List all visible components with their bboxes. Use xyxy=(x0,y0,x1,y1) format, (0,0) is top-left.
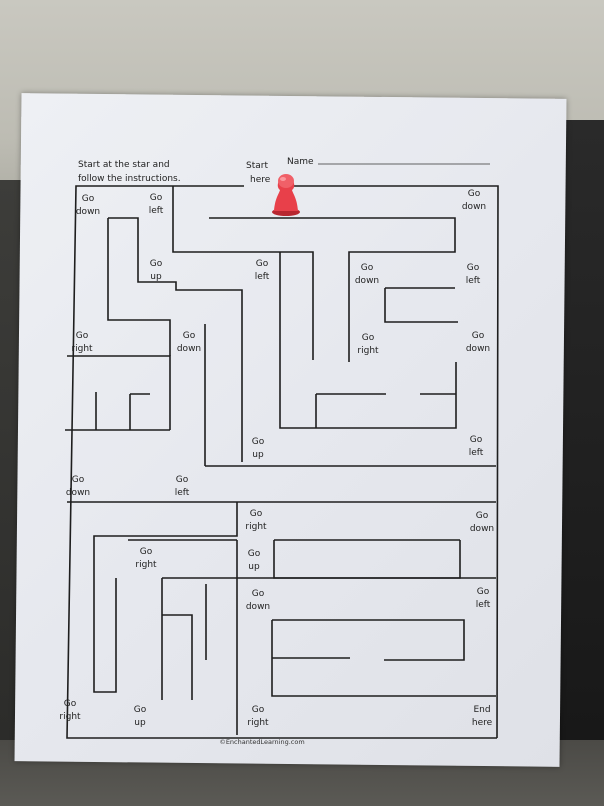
cell-label-2-go: Go xyxy=(150,193,163,203)
cell-label-23-direction: up xyxy=(134,718,146,728)
cell-label-14-go: Go xyxy=(72,475,85,485)
cell-label-18-direction: right xyxy=(135,560,157,570)
cell-label-1-go: Go xyxy=(82,194,95,204)
cell-label-6-go: Go xyxy=(361,263,374,273)
cell-label-24-direction: right xyxy=(247,718,269,728)
cell-label-16-go: Go xyxy=(250,509,263,519)
cell-label-9-direction: down xyxy=(177,344,201,354)
cell-label-9-go: Go xyxy=(183,331,196,341)
cell-label-12-direction: up xyxy=(252,450,264,460)
cell-label-12-go: Go xyxy=(252,437,265,447)
cell-label-11-direction: down xyxy=(466,344,490,354)
maze-walls xyxy=(65,185,499,739)
cell-label-4-direction: up xyxy=(150,272,162,282)
cell-label-3-go: Go xyxy=(468,189,481,199)
cell-label-25-go: End xyxy=(473,705,490,715)
cell-label-5-go: Go xyxy=(256,259,269,269)
cell-label-19-direction: up xyxy=(248,562,260,572)
cell-label-25-direction: here xyxy=(472,718,493,728)
cell-label-17-direction: down xyxy=(470,524,494,534)
cell-label-3-direction: down xyxy=(462,202,486,212)
cell-label-22-go: Go xyxy=(64,699,77,709)
cell-label-17-go: Go xyxy=(476,511,489,521)
cell-label-24-go: Go xyxy=(252,705,265,715)
cell-label-10-go: Go xyxy=(362,333,375,343)
cell-label-19-go: Go xyxy=(248,549,261,559)
cell-label-23-go: Go xyxy=(134,705,147,715)
cell-label-7-go: Go xyxy=(467,263,480,273)
cell-label-15-direction: left xyxy=(175,488,190,498)
instructions-line-2: follow the instructions. xyxy=(78,174,181,184)
cell-label-18-go: Go xyxy=(140,547,153,557)
name-label: Name xyxy=(287,157,314,167)
instructions-line-1: Start at the star and xyxy=(78,160,170,170)
cell-label-1-direction: down xyxy=(76,207,100,217)
cell-label-2-direction: left xyxy=(149,206,164,216)
start-label: Start xyxy=(246,161,268,171)
cell-label-4-go: Go xyxy=(150,259,163,269)
cell-label-20-direction: down xyxy=(246,602,270,612)
red-pawn-icon xyxy=(272,174,300,216)
cell-label-7-direction: left xyxy=(466,276,481,286)
cell-label-16-direction: right xyxy=(245,522,267,532)
cell-label-22-direction: right xyxy=(59,712,81,722)
cell-labels: GodownGoleftGodownGoupGoleftGodownGoleft… xyxy=(59,189,494,728)
cell-label-14-direction: down xyxy=(66,488,90,498)
cell-label-15-go: Go xyxy=(176,475,189,485)
cell-label-8-go: Go xyxy=(76,331,89,341)
copyright-text: ©EnchantedLearning.com xyxy=(219,738,304,746)
cell-label-13-direction: left xyxy=(469,448,484,458)
cell-label-21-direction: left xyxy=(476,600,491,610)
cell-label-10-direction: right xyxy=(357,346,379,356)
cell-label-11-go: Go xyxy=(472,331,485,341)
cell-label-5-direction: left xyxy=(255,272,270,282)
cell-label-6-direction: down xyxy=(355,276,379,286)
start-here-label: here xyxy=(250,175,271,185)
cell-label-13-go: Go xyxy=(470,435,483,445)
cell-label-20-go: Go xyxy=(252,589,265,599)
cell-label-8-direction: right xyxy=(71,344,93,354)
cell-label-21-go: Go xyxy=(477,587,490,597)
